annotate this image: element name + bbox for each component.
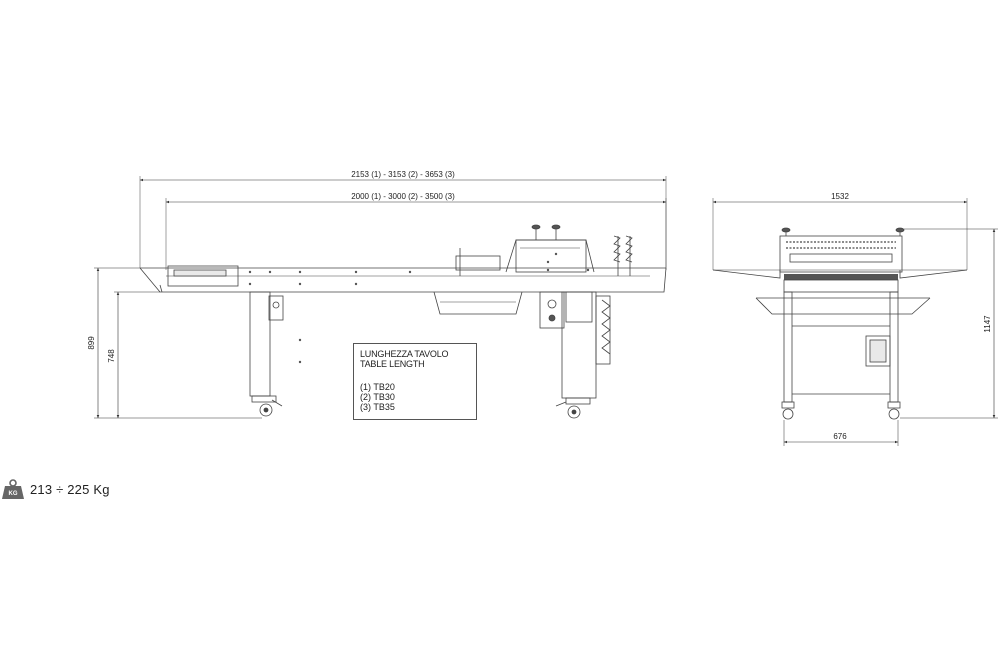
frame-holes [248, 252, 590, 364]
weight-value: 213 ÷ 225 Kg [30, 481, 110, 497]
legend-item-tb20: (1) TB20 [360, 382, 395, 392]
legend-title-line2: TABLE LENGTH [360, 359, 425, 369]
dim-width-total: 1532 [713, 192, 967, 204]
weight-icon-label: KG [9, 491, 18, 497]
height-table-label: 748 [107, 349, 116, 363]
height-side-label: 1147 [983, 315, 992, 333]
front-view [139, 176, 667, 419]
dim-height-total: 899 [87, 267, 262, 419]
base-width-label: 676 [833, 432, 847, 441]
dim-base-width: 676 [783, 420, 899, 446]
table-length-label: 2000 (1) - 3000 (2) - 3500 (3) [351, 192, 455, 201]
width-total-label: 1532 [831, 192, 849, 201]
side-view [712, 198, 968, 420]
legend-item-tb35: (3) TB35 [360, 402, 395, 412]
weight-info: KG 213 ÷ 225 Kg [2, 478, 110, 500]
table-length-legend: LUNGHEZZA TAVOLO TABLE LENGTH (1) TB20 (… [353, 343, 477, 420]
dim-height-side: 1147 [900, 228, 998, 419]
dim-height-table: 748 [107, 291, 160, 418]
weight-kg-icon: KG [2, 479, 24, 499]
legend-title-line1: LUNGHEZZA TAVOLO [360, 349, 449, 359]
dim-table-length: 2000 (1) - 3000 (2) - 3500 (3) [166, 192, 666, 204]
height-total-label: 899 [87, 336, 96, 350]
overall-length-label: 2153 (1) - 3153 (2) - 3653 (3) [351, 170, 455, 179]
legend-item-tb30: (2) TB30 [360, 392, 395, 402]
legend-title: LUNGHEZZA TAVOLO TABLE LENGTH [360, 349, 449, 369]
dim-overall-length: 2153 (1) - 3153 (2) - 3653 (3) [140, 170, 666, 182]
